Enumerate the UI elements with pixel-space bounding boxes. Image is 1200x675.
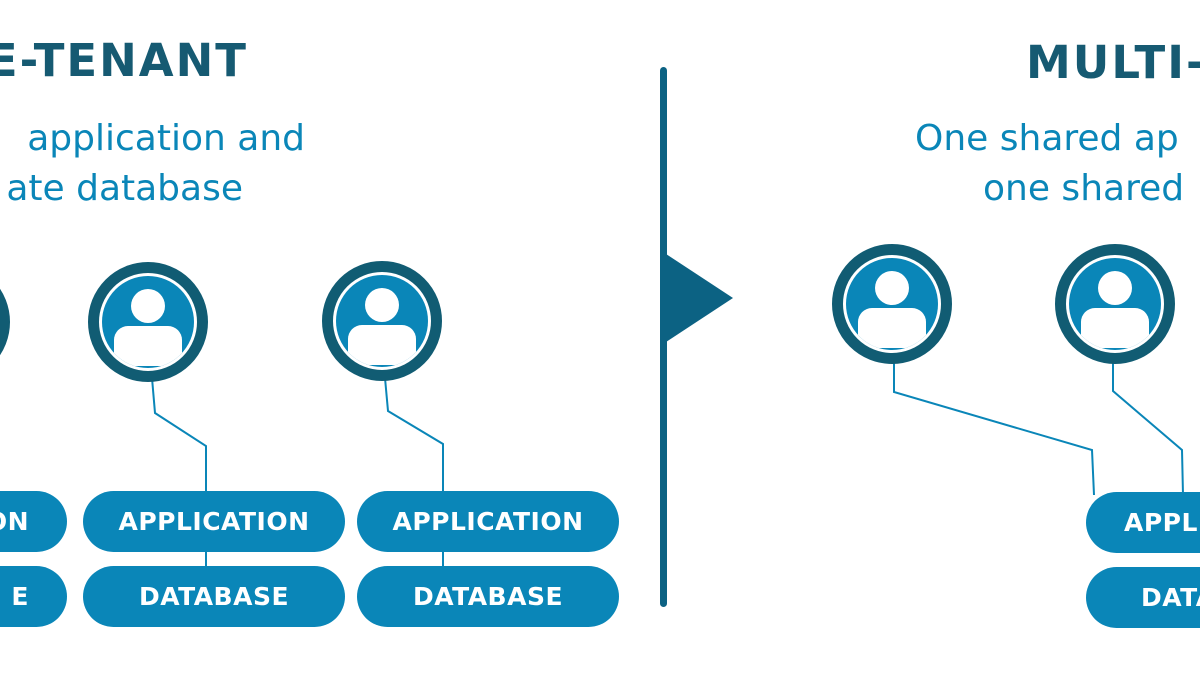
database-pill: DATABASE (357, 566, 619, 627)
user-head-icon (1098, 271, 1132, 305)
subtitle-line: one shared (983, 168, 1185, 209)
multi-tenant-title: MULTI-T (1026, 36, 1200, 89)
application-pill: ON (0, 491, 67, 552)
user-body-icon (858, 308, 926, 348)
shared-application-pill: APPLI (1086, 492, 1200, 553)
user-head-icon (875, 271, 909, 305)
application-label: APPLICATION (392, 507, 584, 536)
application-label: ON (0, 507, 29, 536)
database-label: DATA (1141, 583, 1200, 612)
user-avatar (88, 262, 208, 382)
application-label: APPLI (1124, 508, 1200, 537)
database-pill: E (0, 566, 67, 627)
database-label: DATABASE (412, 582, 564, 611)
user-head-icon (365, 288, 399, 322)
user-body-icon (348, 325, 416, 365)
application-label: APPLICATION (118, 507, 310, 536)
application-pill: APPLICATION (83, 491, 345, 552)
user-body-icon (114, 326, 182, 366)
application-pill: APPLICATION (357, 491, 619, 552)
user-avatar (1055, 244, 1175, 364)
shared-database-pill: DATA (1086, 567, 1200, 628)
connector-line (893, 360, 1095, 496)
user-body-icon (1081, 308, 1149, 348)
database-label: DATABASE (138, 582, 290, 611)
subtitle-line: ate database (6, 168, 243, 209)
subtitle-line: application and (27, 118, 305, 159)
subtitle-line: One shared ap (915, 118, 1179, 159)
user-head-icon (131, 289, 165, 323)
user-avatar (322, 261, 442, 381)
arrow-right-icon (663, 252, 733, 344)
database-pill: DATABASE (83, 566, 345, 627)
single-tenant-subtitle: application and ate database (6, 114, 305, 214)
database-label: E (11, 582, 29, 611)
connector-line (1112, 360, 1184, 496)
single-tenant-title: LE-TENANT (0, 34, 248, 87)
user-avatar (832, 244, 952, 364)
